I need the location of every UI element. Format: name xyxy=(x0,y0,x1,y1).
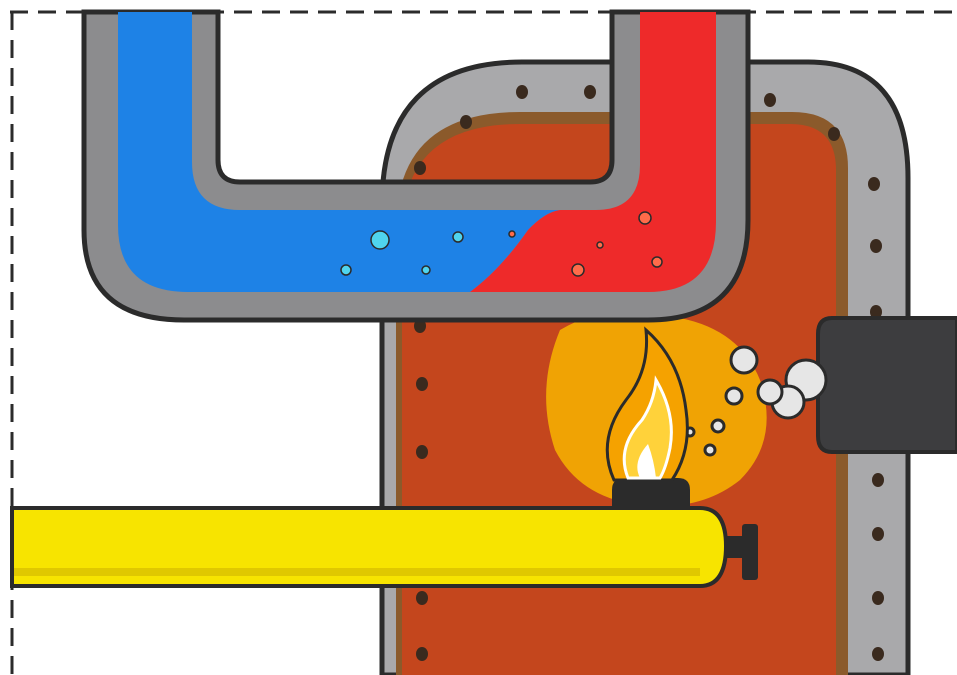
gas-supply-pipe xyxy=(12,508,726,586)
rivet xyxy=(870,239,882,253)
rivet xyxy=(416,445,428,459)
rivet xyxy=(416,591,428,605)
rivet xyxy=(416,377,428,391)
rivet xyxy=(460,115,472,129)
rivet xyxy=(414,161,426,175)
rivet xyxy=(872,591,884,605)
rivet xyxy=(828,127,840,141)
rivet xyxy=(872,473,884,487)
rivet xyxy=(872,647,884,661)
rivet xyxy=(872,527,884,541)
rivet xyxy=(416,647,428,661)
rivet xyxy=(868,177,880,191)
rivet xyxy=(764,93,776,107)
rivet xyxy=(584,85,596,99)
rivet xyxy=(516,85,528,99)
